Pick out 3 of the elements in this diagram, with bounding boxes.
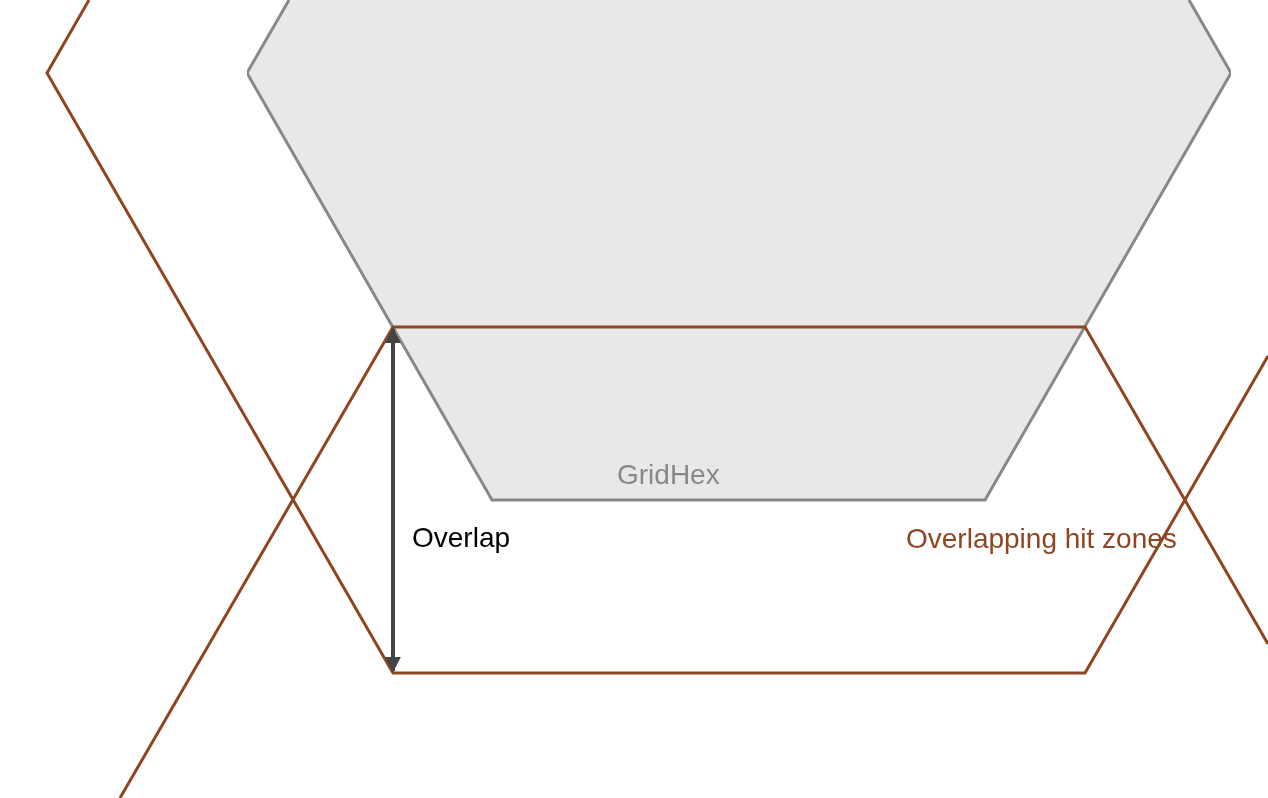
hex-label: GridHex bbox=[617, 458, 720, 492]
hexagon-node bbox=[247, 0, 1231, 502]
dimension-label: Overlap bbox=[412, 521, 511, 555]
